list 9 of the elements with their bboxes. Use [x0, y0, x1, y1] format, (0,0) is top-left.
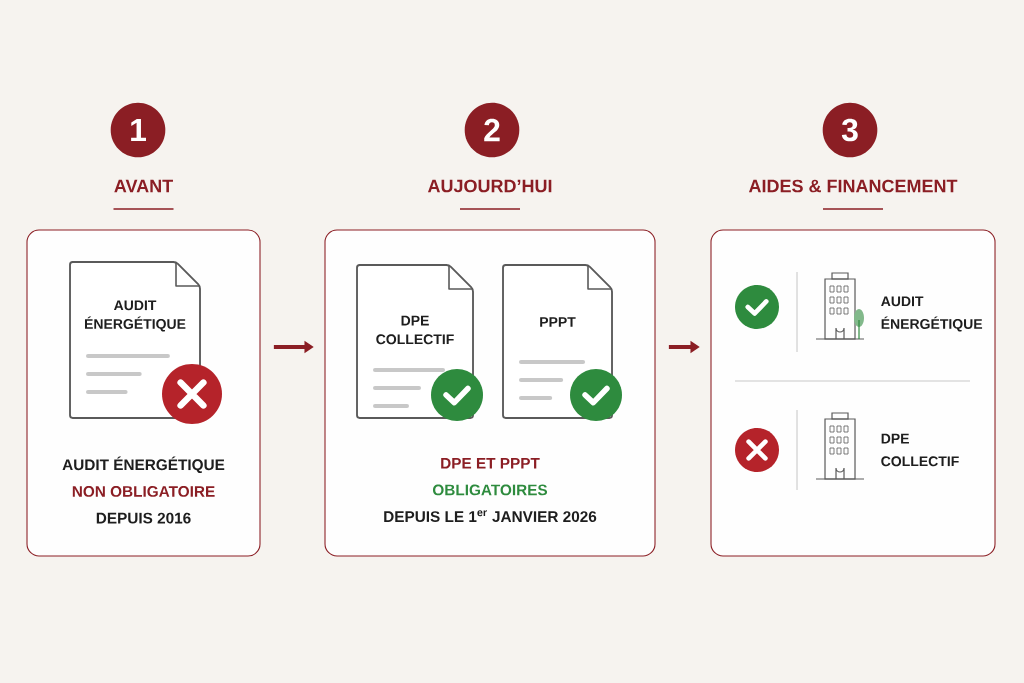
step-number: 1	[110, 102, 166, 158]
step-number: 2	[464, 102, 520, 158]
row-label: DPE COLLECTIF	[881, 433, 959, 467]
row-label: AUDIT ÉNERGÉTIQUE	[881, 296, 983, 332]
step-heading: AVANT	[114, 179, 173, 193]
step-heading: AIDES & FINANCEMENT	[748, 179, 958, 193]
step-number: 3	[822, 102, 878, 158]
step-heading: AUJOURD’HUI	[427, 179, 552, 193]
document: AUDIT ÉNERGÉTIQUE	[69, 261, 201, 419]
